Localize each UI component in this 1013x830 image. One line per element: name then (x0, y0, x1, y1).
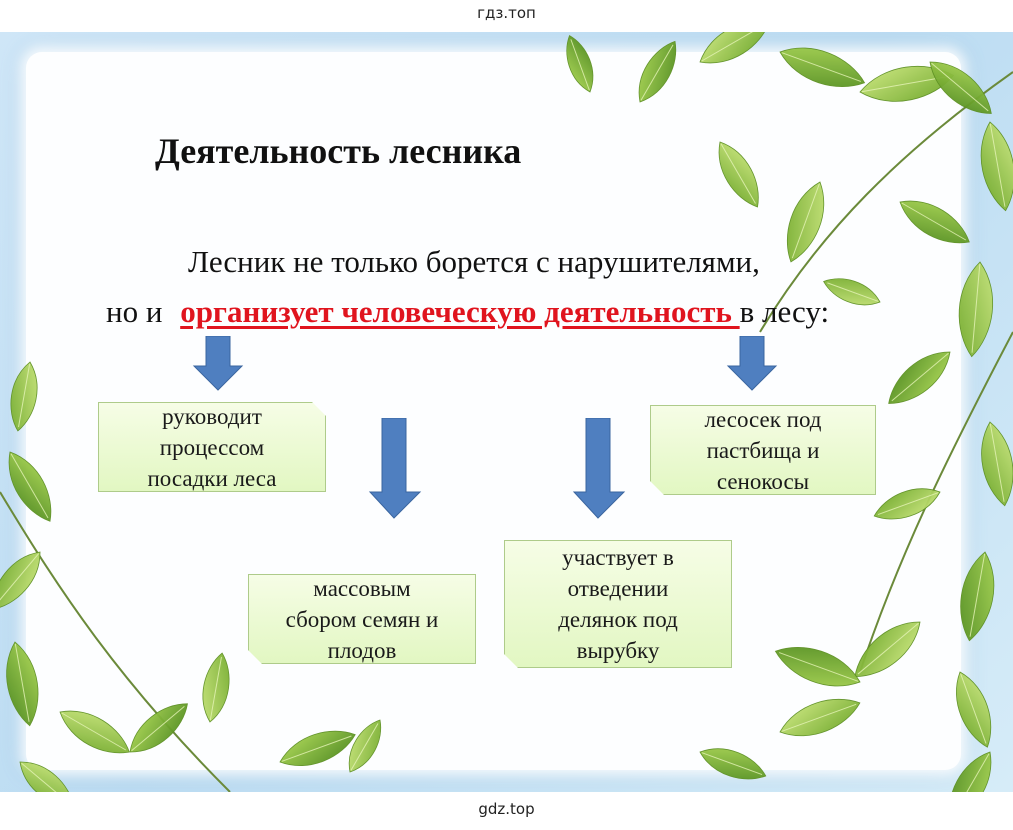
watermark-top: гдз.топ (477, 4, 536, 22)
task-text: посадки леса (147, 465, 277, 491)
task-text: массовым (313, 575, 411, 601)
task-text: лесосек под (704, 406, 822, 432)
task-box-logging: участвует в отведении делянок под вырубку (504, 540, 732, 668)
arrow-down-icon (368, 418, 422, 519)
arrow-down-icon (726, 336, 778, 391)
task-text: руководит (162, 403, 262, 429)
arrow-down-icon (572, 418, 626, 519)
leaf-overlay (0, 32, 1013, 792)
intro-line-2-end: в лесу: (739, 294, 830, 329)
watermark-bottom: gdz.top (478, 800, 535, 818)
task-text: участвует в (562, 545, 674, 570)
slide: Деятельность лесника Лесник не только бо… (0, 32, 1013, 792)
task-text: сенокосы (716, 468, 810, 494)
intro-line-1: Лесник не только борется с нарушителями, (188, 244, 760, 279)
task-text: плодов (327, 637, 397, 663)
arrow-down-icon (192, 336, 244, 391)
intro-highlight: организует человеческую деятельность (180, 294, 740, 329)
task-text: сбором семян и (285, 606, 439, 632)
intro-line-2: но и организует человеческую деятельност… (106, 294, 829, 330)
task-box-planting: руководит процессом посадки леса (98, 402, 326, 492)
task-box-seeds: массовым сбором семян и плодов (248, 574, 476, 664)
task-text: процессом (159, 434, 265, 460)
slide-title: Деятельность лесника (155, 131, 522, 171)
task-box-pastures: лесосек под пастбища и сенокосы (650, 405, 876, 495)
task-text: вырубку (576, 638, 660, 663)
task-text: пастбища и (706, 437, 820, 463)
task-text: отведении (567, 576, 669, 601)
task-text: делянок под (558, 607, 678, 632)
intro-line-2-start: но и (106, 294, 171, 329)
